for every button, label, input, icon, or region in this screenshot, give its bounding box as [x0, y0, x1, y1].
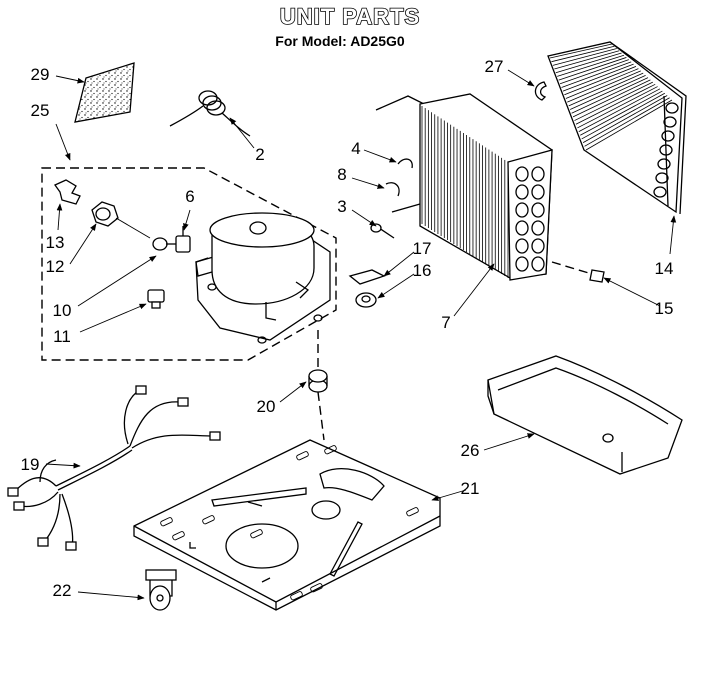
overload-cover-part — [91, 201, 119, 227]
callout-7: 7 — [441, 313, 450, 332]
callout-17: 17 — [413, 239, 432, 258]
spring-part — [169, 90, 251, 137]
leader-12 — [69, 223, 97, 265]
callout-29: 29 — [31, 65, 50, 84]
callout-21: 21 — [461, 479, 480, 498]
leader-13 — [56, 203, 63, 231]
callout-3: 3 — [337, 197, 346, 216]
overload-part — [152, 237, 178, 251]
screw-part — [370, 223, 395, 239]
callout-13: 13 — [46, 233, 65, 252]
leader-21 — [431, 489, 467, 501]
drain-pan-part — [487, 355, 683, 475]
callout-2: 2 — [255, 145, 264, 164]
filter-pad-part — [74, 62, 135, 123]
wire-harness-part — [7, 385, 221, 551]
leader-8 — [351, 177, 385, 189]
callout-27: 27 — [485, 57, 504, 76]
leader-20 — [279, 381, 307, 403]
callout-16: 16 — [413, 261, 432, 280]
callout-leaders — [45, 69, 677, 601]
leader-15 — [603, 277, 661, 307]
callout-11: 11 — [53, 327, 71, 346]
leader-4 — [363, 149, 397, 163]
callout-8: 8 — [337, 165, 346, 184]
callout-12: 12 — [46, 257, 65, 276]
callout-22: 22 — [53, 581, 72, 600]
compressor-part — [195, 212, 331, 344]
callout-14: 14 — [655, 259, 674, 278]
base-plate-part — [133, 439, 441, 611]
callout-6: 6 — [185, 187, 194, 206]
callout-15: 15 — [655, 299, 674, 318]
caster-part — [145, 569, 177, 611]
leader-line — [115, 217, 151, 239]
leader-7 — [453, 263, 495, 317]
compressor-mount-part — [308, 330, 328, 441]
hose-clip-part — [385, 182, 400, 197]
leader-25 — [55, 123, 71, 161]
page-title: UNIT PARTS — [280, 4, 420, 29]
leader-3 — [351, 209, 377, 227]
leader-11 — [79, 303, 147, 333]
leader-27 — [507, 69, 535, 87]
evaporator-coil-part — [375, 93, 553, 281]
leader-19 — [45, 462, 81, 469]
callout-labels: 29 25 2 27 48 3 6 13 12 10 11 17 16 7 14 15 20 26 19 21 22 — [21, 57, 674, 600]
callout-4: 4 — [351, 139, 360, 158]
screw-15-part — [551, 261, 605, 283]
retainer-clip-part — [534, 81, 547, 101]
overload-clip-part — [54, 179, 81, 205]
leader-26 — [483, 433, 535, 451]
leader-22 — [77, 591, 145, 601]
hose-clamp-part — [397, 158, 413, 169]
grommet-part — [355, 292, 377, 308]
leader-16 — [377, 273, 415, 299]
relay-part — [175, 226, 191, 253]
leader-17 — [383, 251, 415, 277]
compressor-assembly-outline — [41, 167, 337, 361]
leader-6 — [183, 209, 191, 231]
leader-2 — [229, 117, 255, 149]
leader-14 — [669, 215, 677, 255]
callout-10: 10 — [53, 301, 72, 320]
callout-25: 25 — [31, 101, 50, 120]
bracket-part — [348, 269, 386, 285]
condenser-grille-part — [547, 41, 687, 215]
callout-20: 20 — [257, 397, 276, 416]
leader-10 — [77, 255, 157, 307]
callout-26: 26 — [461, 441, 480, 460]
leader-29 — [55, 75, 85, 84]
terminal-block-part — [147, 289, 165, 309]
callout-19: 19 — [21, 455, 40, 474]
model-subtitle: For Model: AD25G0 — [275, 33, 405, 49]
